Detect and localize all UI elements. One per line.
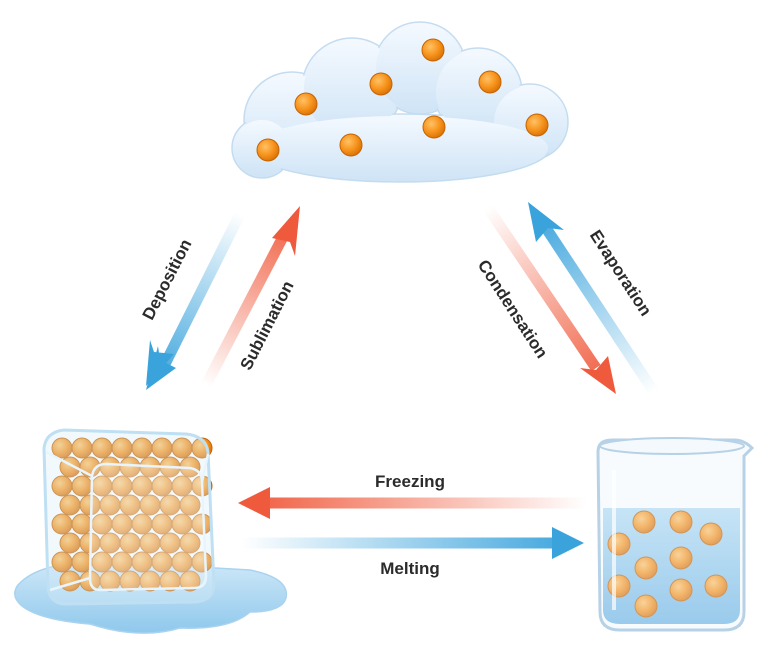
gas-particle bbox=[478, 70, 502, 94]
condensation-arrow bbox=[483, 204, 616, 394]
gas-particle bbox=[421, 38, 445, 62]
gas-particle bbox=[256, 138, 280, 162]
evaporation-arrow bbox=[528, 202, 659, 396]
liquid-particle bbox=[669, 510, 693, 534]
beaker-rim bbox=[599, 437, 745, 455]
label-melting: Melting bbox=[380, 559, 440, 578]
solid-ice-cube bbox=[14, 428, 288, 634]
liquid-particle bbox=[669, 546, 693, 570]
ice-cube-edge bbox=[45, 450, 210, 592]
gas-particle bbox=[525, 113, 549, 137]
melting-arrow bbox=[242, 527, 584, 559]
gas-cloud bbox=[231, 21, 569, 183]
gas-particle bbox=[422, 115, 446, 139]
ice-particle bbox=[179, 494, 201, 516]
freezing-arrow bbox=[238, 487, 586, 519]
label-condensation: Condensation bbox=[474, 256, 552, 361]
label-sublimation: Sublimation bbox=[237, 278, 298, 373]
label-freezing: Freezing bbox=[375, 472, 445, 491]
gas-particle bbox=[294, 92, 318, 116]
liquid-beaker bbox=[596, 437, 755, 632]
ice-particles bbox=[51, 437, 213, 592]
gas-particles bbox=[256, 38, 549, 162]
ice-particle bbox=[179, 532, 201, 554]
gas-particle bbox=[369, 72, 393, 96]
ice-particle bbox=[179, 570, 201, 592]
liquid-particle bbox=[632, 510, 656, 534]
liquid-particle bbox=[669, 578, 693, 602]
liquid-particle bbox=[634, 556, 658, 580]
liquid-particle bbox=[699, 522, 723, 546]
beaker-glass bbox=[596, 438, 755, 632]
deposition-arrow bbox=[146, 211, 245, 390]
gas-particle bbox=[339, 133, 363, 157]
liquid-particle bbox=[634, 594, 658, 618]
liquid-particle bbox=[704, 574, 728, 598]
sublimation-arrow bbox=[201, 206, 300, 388]
ice-cube-inner-face bbox=[88, 462, 208, 592]
